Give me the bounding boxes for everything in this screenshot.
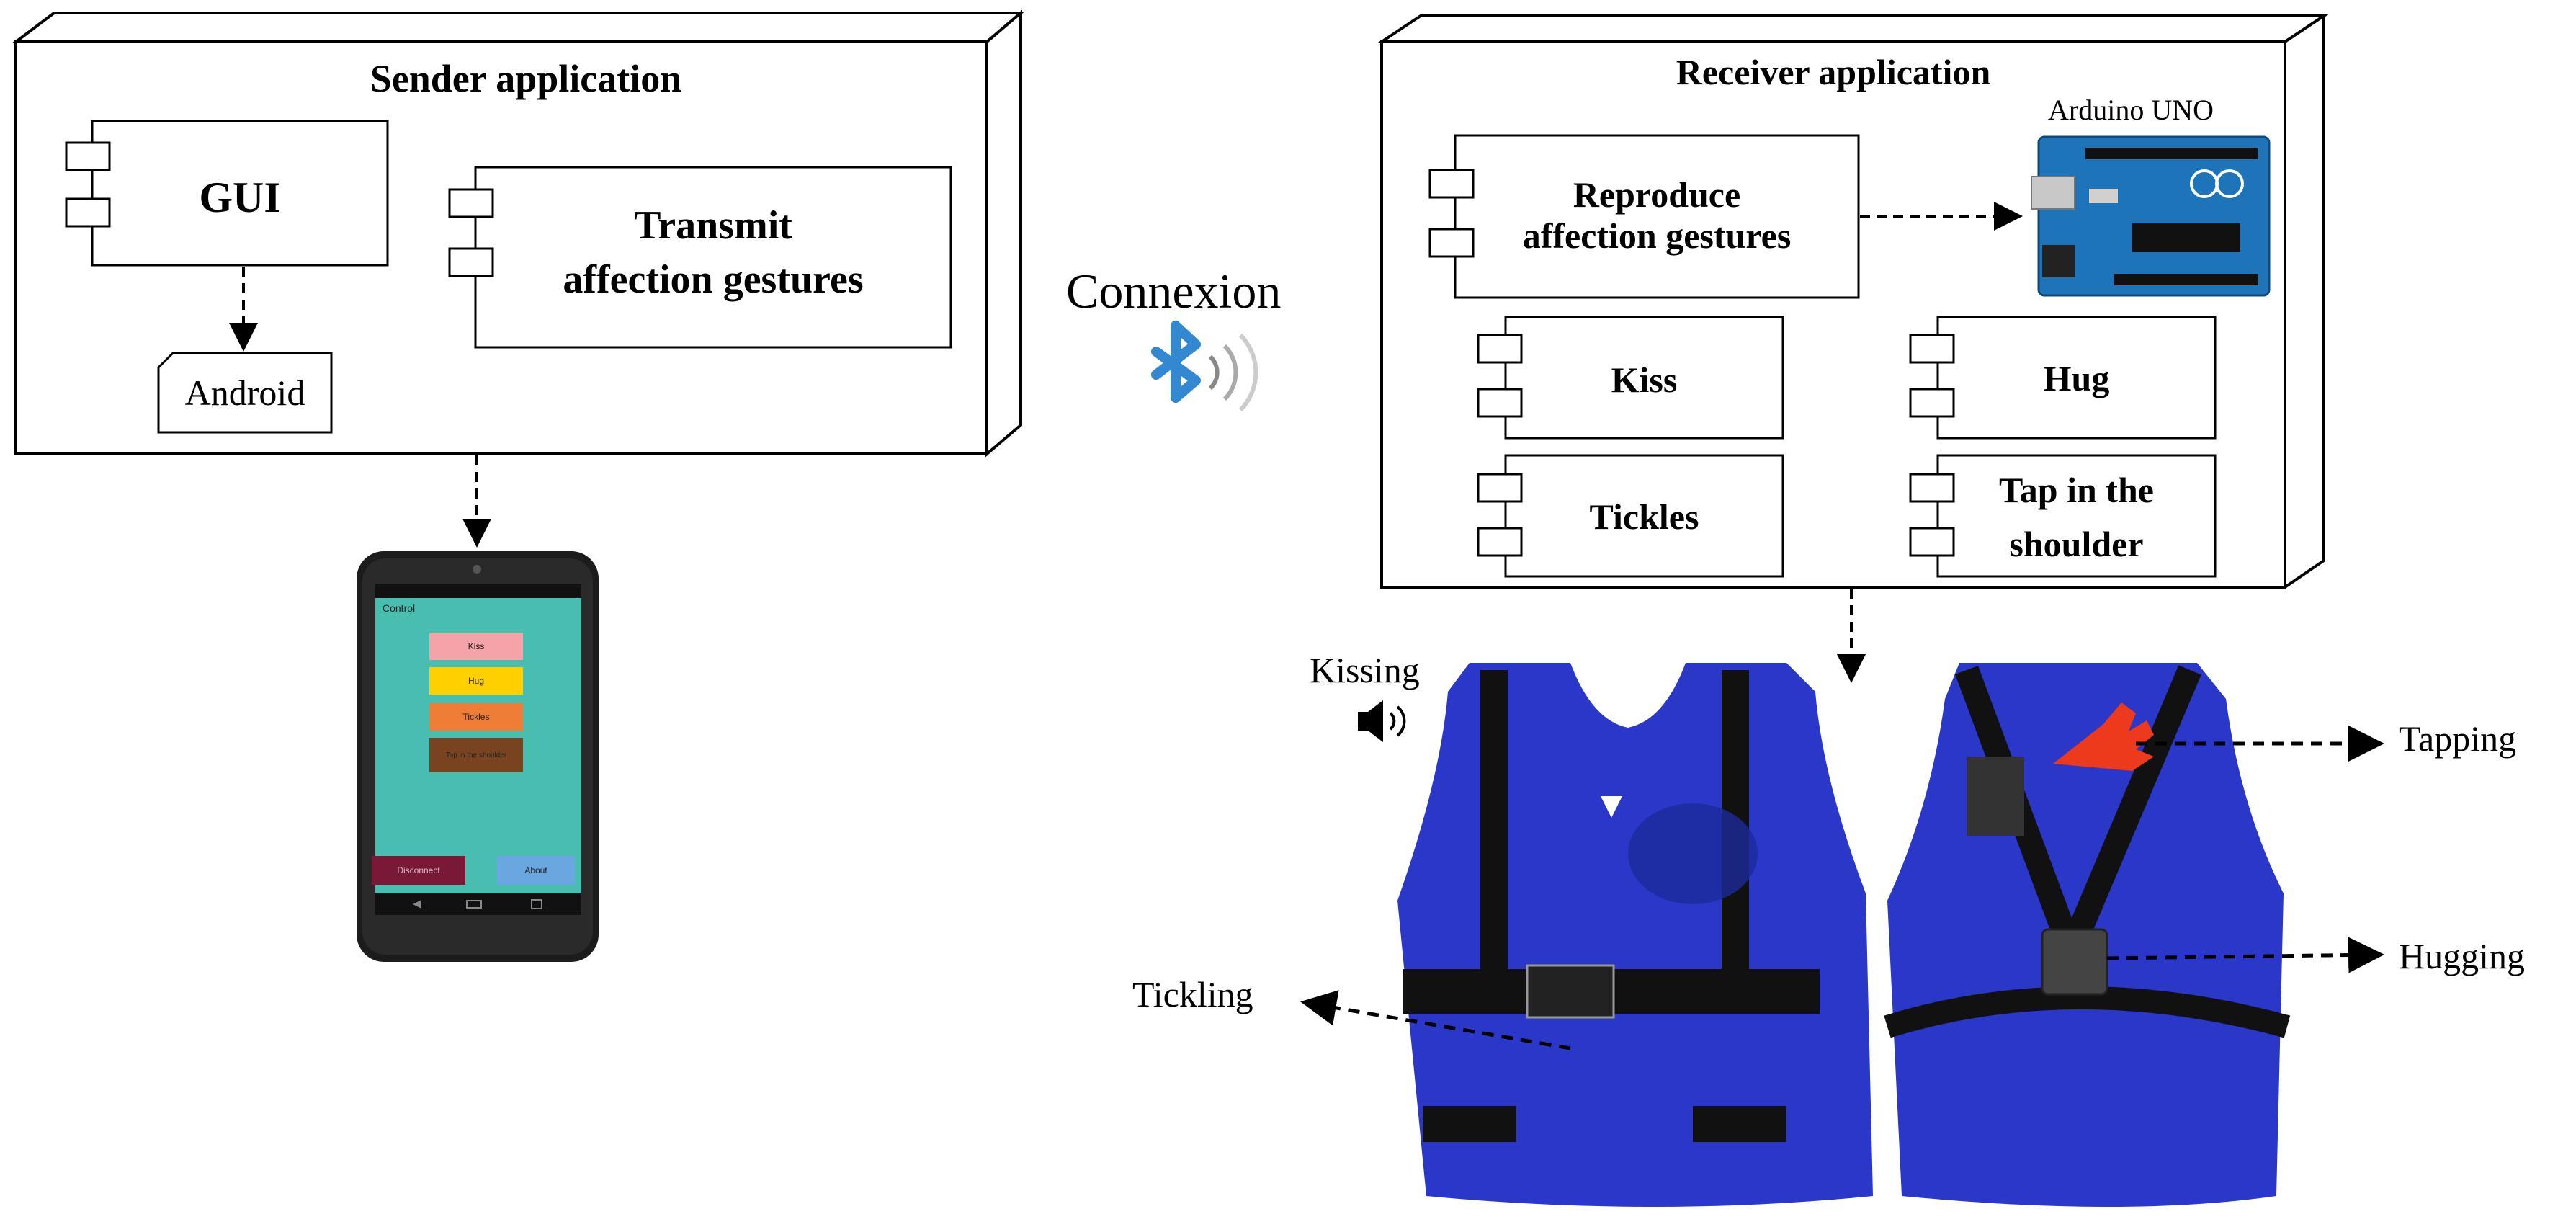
hugging-arrow	[2106, 937, 2384, 973]
receiver-title: Receiver application	[1676, 52, 1991, 92]
gui-label: GUI	[199, 174, 281, 221]
phone-hug-button[interactable]: Hug	[429, 667, 523, 695]
tickling-arrow	[1300, 990, 1571, 1050]
tapping-label: Tapping	[2399, 718, 2517, 759]
kiss-component	[1477, 316, 1784, 440]
arduino-label: Arduino UNO	[2048, 94, 2214, 126]
phone-kiss-button[interactable]: Kiss	[429, 633, 523, 660]
back-vest	[1884, 663, 2291, 1207]
connexion-label: Connexion	[1066, 264, 1282, 318]
transmit-component	[448, 166, 952, 349]
tickling-label: Tickling	[1132, 974, 1253, 1014]
transmit-label-line2: affection gestures	[563, 257, 864, 302]
reproduce-label-line1: Reproduce	[1573, 174, 1741, 215]
kissing-label: Kissing	[1310, 650, 1420, 690]
tap-label-line2: shoulder	[2009, 524, 2144, 564]
tickles-label: Tickles	[1589, 496, 1699, 537]
speaker-icon	[1358, 700, 1406, 742]
sender-title: Sender application	[370, 57, 682, 100]
transmit-label-line1: Transmit	[634, 203, 792, 248]
front-vest	[1397, 663, 1873, 1207]
hugging-label: Hugging	[2399, 936, 2525, 976]
phone-disconnect-button[interactable]: Disconnect	[372, 856, 465, 885]
kiss-label: Kiss	[1611, 360, 1678, 400]
phone-tap-button[interactable]: Tap in the shoulder	[429, 738, 523, 772]
gui-component	[65, 120, 389, 267]
reproduce-label-line2: affection gestures	[1522, 215, 1792, 256]
reproduce-component	[1428, 134, 1860, 299]
hug-label: Hug	[2043, 358, 2110, 398]
arduino-board	[2031, 135, 2271, 297]
android-artifact	[157, 352, 333, 434]
hug-component	[1909, 316, 2217, 440]
tap-component	[1909, 454, 2217, 578]
phone-app-title: Control	[383, 602, 416, 614]
tap-label-line1: Tap in the	[1999, 470, 2154, 510]
tickles-component	[1477, 454, 1784, 578]
phone-tickles-button[interactable]: Tickles	[429, 703, 523, 731]
phone-about-button[interactable]: About	[497, 856, 575, 885]
bluetooth-icon	[1151, 321, 1258, 412]
android-label: Android	[184, 372, 305, 413]
